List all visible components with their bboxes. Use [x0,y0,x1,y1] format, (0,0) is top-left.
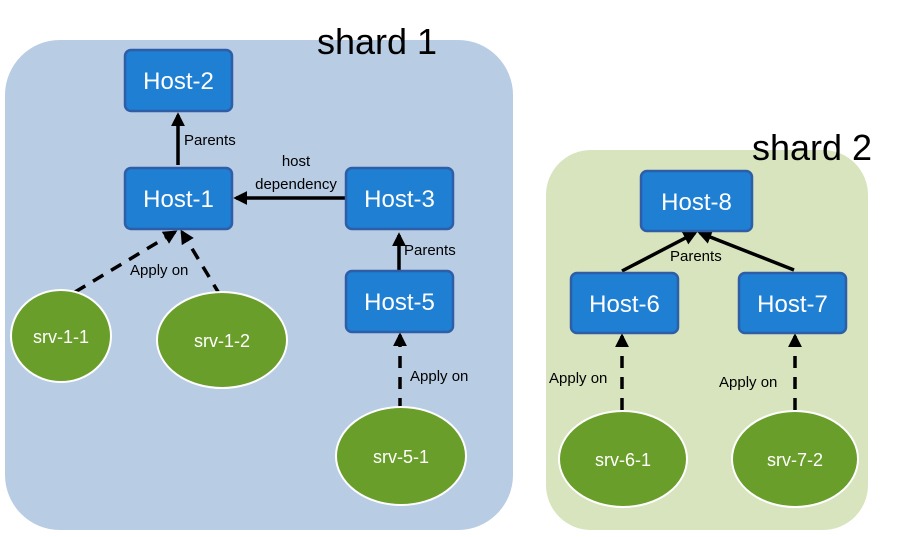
shard-2-title: shard 2 [752,127,872,168]
host-3-label: Host-3 [364,186,435,213]
host-8-node: Host-8 [639,169,754,233]
srv-7-2-node: srv-7-2 [731,410,859,508]
shard-1-title: shard 1 [317,21,437,62]
srv-6-1-label: srv-6-1 [595,450,651,470]
host-6-node: Host-6 [569,271,680,335]
label-apply-on-host5: Apply on [410,368,468,385]
srv-1-1-node: srv-1-1 [10,289,112,383]
edge-host7-to-host8 [697,230,795,272]
host-7-node: Host-7 [737,271,848,335]
label-parents-host8: Parents [670,248,722,265]
label-parents-host5: Parents [404,242,456,259]
edge-host6-to-host8 [621,231,698,273]
host-5-label: Host-5 [364,289,435,316]
label-apply-on-host6: Apply on [549,370,607,387]
srv-1-1-label: srv-1-1 [33,327,89,347]
host-2-label: Host-2 [143,68,214,95]
host-7-label: Host-7 [757,291,828,318]
host-1-node: Host-1 [123,166,234,231]
srv-5-1-node: srv-5-1 [335,406,467,506]
host-8-label: Host-8 [661,189,732,216]
srv-6-1-node: srv-6-1 [558,410,688,508]
label-host-dependency-line2: dependency [255,176,337,193]
host-3-node: Host-3 [344,166,455,231]
host-1-label: Host-1 [143,186,214,213]
label-apply-on-host7: Apply on [719,374,777,391]
label-host-dependency-line1: host [282,153,311,170]
host-5-node: Host-5 [344,269,455,334]
srv-1-2-label: srv-1-2 [194,331,250,351]
host-2-node: Host-2 [123,48,234,113]
srv-1-2-node: srv-1-2 [156,291,288,389]
label-apply-on-host1: Apply on [130,262,188,279]
srv-5-1-label: srv-5-1 [373,447,429,467]
host-6-label: Host-6 [589,291,660,318]
srv-7-2-label: srv-7-2 [767,450,823,470]
label-parents-host1: Parents [184,132,236,149]
